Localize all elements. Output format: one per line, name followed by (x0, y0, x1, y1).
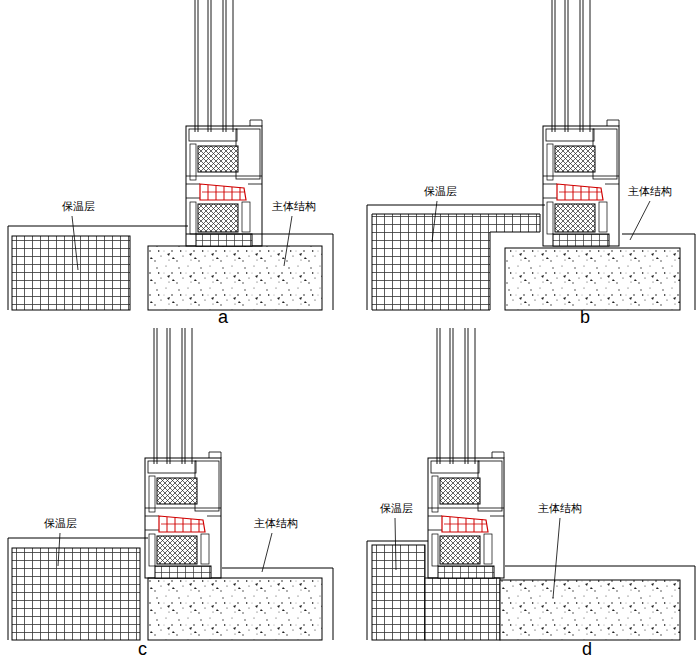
insulation-label: 保温层 (380, 503, 413, 515)
panel-letter: b (580, 308, 590, 328)
structure-label: 主体结构 (538, 503, 582, 515)
structure-label: 主体结构 (628, 186, 672, 198)
insulation-label: 保温层 (62, 201, 95, 213)
panel-letter: d (582, 640, 592, 660)
structure-label: 主体结构 (272, 201, 316, 213)
insulation-label: 保温层 (44, 518, 77, 530)
panel-letter: a (218, 308, 228, 328)
insulation-label: 保温层 (424, 186, 457, 198)
structure-label: 主体结构 (254, 518, 298, 530)
panel-letter: c (138, 640, 147, 660)
